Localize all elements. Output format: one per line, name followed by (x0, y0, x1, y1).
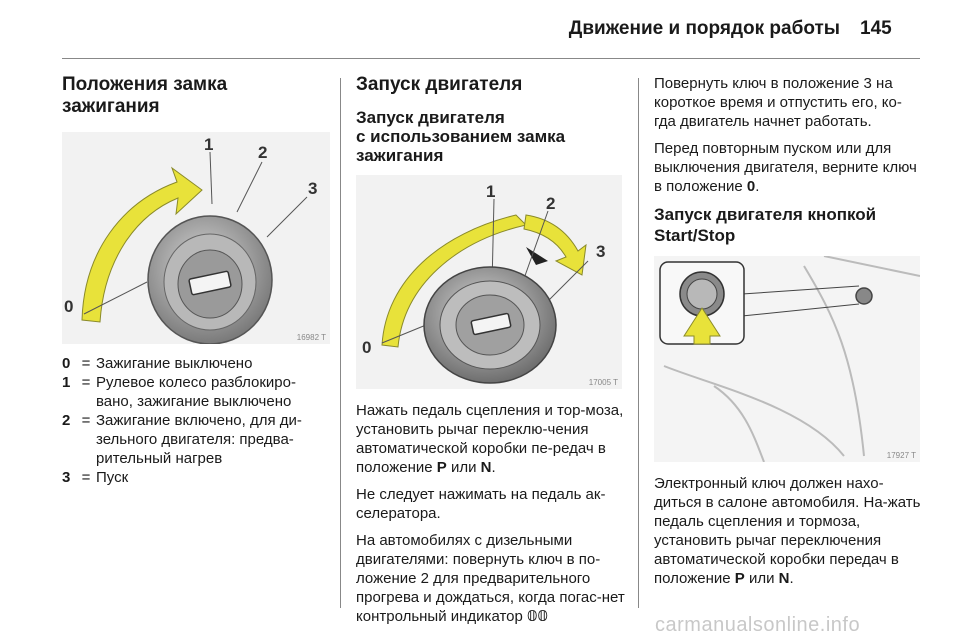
legend-row: 0 = Зажигание выключено (62, 354, 330, 373)
subheading-ignition-start: Запуск двигателя с использованием замка … (356, 108, 626, 165)
legend-text: Рулевое колесо разблокиро-вано, зажигани… (96, 374, 296, 410)
legend-separator: = (81, 412, 91, 429)
preheat-indicator-icon: 𝟘𝟘 (527, 608, 548, 625)
legend-text: Пуск (96, 469, 129, 486)
paragraph-pedals: Нажать педаль сцепления и тор-моза, уста… (356, 402, 624, 476)
heading-line: Запуск двигателя кнопкой (654, 205, 877, 224)
subheading-line: с использованием замка (356, 127, 566, 146)
figure-label-2: 2 (546, 194, 555, 213)
paragraph-turn-key: Повернуть ключ в положение 3 на короткое… (654, 75, 902, 130)
right-body: Электронный ключ должен нахо-диться в са… (654, 474, 922, 588)
section-heading-ignition-positions: Положения замка зажигания (62, 74, 228, 117)
key-slot-icon (470, 312, 512, 336)
left-column: Положения замка зажигания 1 2 3 0 (62, 74, 330, 487)
ignition-start-figure: 1 2 3 0 17005 T (356, 175, 622, 389)
key-slot-icon (188, 270, 232, 296)
middle-column: Запуск двигателя Запуск двигателя с испо… (356, 74, 626, 634)
legend-row: 3 = Пуск (62, 468, 330, 487)
figure-label-1: 1 (486, 182, 495, 201)
figure-code: 16982 T (296, 333, 326, 342)
figure-label-1: 1 (204, 135, 213, 154)
figure-code: 17927 T (886, 451, 916, 460)
ignition-positions-figure: 1 2 3 0 16982 T (62, 132, 330, 344)
start-stop-illustration (654, 256, 920, 462)
legend-row: 2 = Зажигание включено, для ди-зельного … (62, 411, 330, 468)
subheading-line: зажигания (356, 146, 444, 165)
ignition-positions-legend: 0 = Зажигание выключено 1 = Рулевое коле… (62, 354, 330, 487)
legend-text: Зажигание выключено (96, 355, 253, 372)
page-number: 145 (860, 18, 892, 39)
return-arrow-icon (526, 247, 548, 265)
figure-label-3: 3 (308, 179, 317, 198)
paragraph-diesel: На автомобилях с дизельными двигателями:… (356, 532, 625, 625)
start-stop-figure: 17927 T (654, 256, 920, 462)
ignition-lock-illustration: 1 2 3 0 (64, 135, 317, 344)
legend-key: 3 (62, 469, 71, 486)
column-divider-1 (340, 78, 341, 608)
rotation-arrow-icon (81, 166, 203, 323)
legend-separator: = (81, 374, 91, 391)
legend-key: 1 (62, 374, 71, 391)
figure-label-0: 0 (362, 338, 371, 357)
start-arrow-icon (523, 214, 587, 276)
figure-label-0: 0 (64, 297, 73, 316)
paragraph-accelerator: Не следует нажимать на педаль ак-селерат… (356, 486, 606, 522)
page-header-title: Движение и порядок работы (568, 18, 840, 39)
section-heading-start-stop: Запуск двигателя кнопкой Start/Stop (654, 204, 922, 246)
figure-label-2: 2 (258, 143, 267, 162)
paragraph-restart: Перед повторным пуском или для выключени… (654, 140, 917, 195)
section-heading-engine-start: Запуск двигателя (356, 74, 523, 95)
legend-row: 1 = Рулевое колесо разблокиро-вано, зажи… (62, 373, 330, 411)
watermark: carmanualsonline.info (655, 614, 861, 636)
paragraph-electronic-key: Электронный ключ должен нахо-диться в са… (654, 475, 921, 587)
press-arrow-icon (683, 307, 721, 345)
right-column: Повернуть ключ в положение 3 на короткое… (654, 74, 922, 596)
legend-separator: = (81, 469, 91, 486)
heading-line: Start/Stop (654, 226, 736, 245)
start-stop-button-location-icon (855, 287, 873, 305)
legend-key: 2 (62, 412, 71, 429)
start-stop-button-icon (686, 278, 718, 310)
legend-separator: = (81, 355, 91, 372)
middle-body: Нажать педаль сцепления и тор-моза, уста… (356, 401, 626, 626)
column-divider-2 (638, 78, 639, 608)
figure-code: 17005 T (588, 378, 618, 387)
header-divider (62, 58, 920, 59)
legend-text: Зажигание включено, для ди-зельного двиг… (96, 412, 302, 467)
ignition-start-illustration: 1 2 3 0 (362, 182, 605, 384)
subheading-line: Запуск двигателя (356, 108, 505, 127)
legend-key: 0 (62, 355, 71, 372)
figure-label-3: 3 (596, 242, 605, 261)
